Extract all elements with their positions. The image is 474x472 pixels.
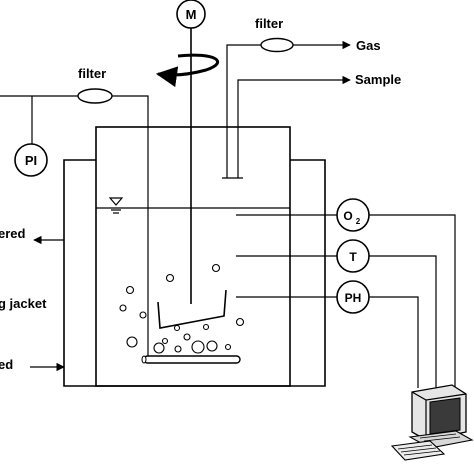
filter-top-label: filter	[255, 16, 283, 31]
jacket-inlet-label: ed	[0, 357, 13, 372]
impeller-blades	[157, 289, 227, 329]
jacket-outlet-label: ered	[0, 226, 26, 241]
liquid-level-icon	[96, 197, 290, 214]
motor-icon	[176, 0, 206, 29]
ph-label: PH	[345, 291, 362, 305]
filter-left-label: filter	[78, 66, 106, 81]
oxygen-sensor	[336, 198, 370, 232]
computer-icon	[390, 384, 474, 461]
temperature-label: T	[349, 250, 357, 264]
rotation-arrow-icon	[155, 53, 220, 88]
air-bubbles	[119, 263, 245, 354]
probes: O 2 T PH	[236, 198, 456, 388]
pressure-line: PI filter	[0, 66, 149, 356]
pressure-label: PI	[25, 153, 37, 168]
motor-label: M	[186, 7, 197, 22]
gas-label: Gas	[356, 38, 381, 53]
filter-left	[77, 88, 113, 104]
sample-label: Sample	[355, 72, 401, 87]
sparger-icon	[141, 355, 241, 364]
filter-top	[260, 37, 294, 53]
jacket-label: g jacket	[0, 296, 47, 311]
oxygen-subscript: 2	[356, 217, 361, 226]
oxygen-label: O	[343, 209, 352, 223]
jacket-flow: ered g jacket ed	[0, 226, 65, 372]
agitator: M	[155, 0, 227, 329]
pressure-indicator	[14, 143, 48, 177]
outlet-lines: filter Gas Sample	[222, 16, 401, 179]
